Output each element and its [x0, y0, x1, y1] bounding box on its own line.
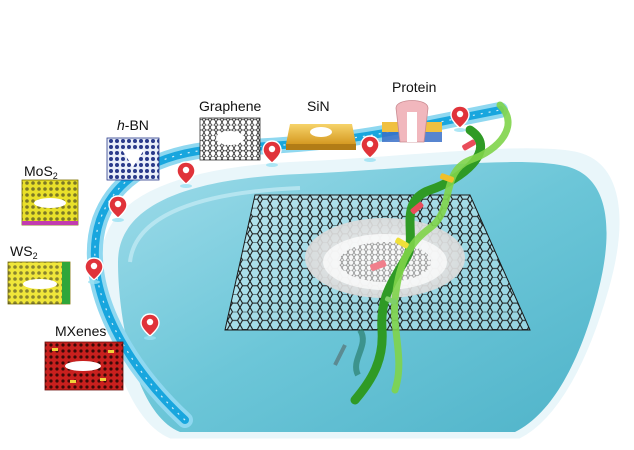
label-hbn: h-BN	[117, 117, 149, 133]
label-graphene: Graphene	[199, 98, 262, 114]
hbn-tile	[106, 137, 160, 181]
dna-helix-icon	[333, 101, 512, 405]
protein-pore-icon	[382, 100, 442, 143]
label-ws2: WS2	[10, 243, 38, 261]
label-mxenes: MXenes	[55, 323, 107, 339]
graphene-tile	[199, 117, 261, 161]
sin-tile	[286, 124, 356, 150]
label-sin: SiN	[307, 98, 330, 114]
mxenes-tile	[44, 341, 124, 391]
label-protein: Protein	[392, 79, 437, 95]
label-mos2: MoS2	[24, 163, 58, 181]
ws2-tile	[7, 261, 71, 305]
mos2-tile	[21, 179, 79, 226]
